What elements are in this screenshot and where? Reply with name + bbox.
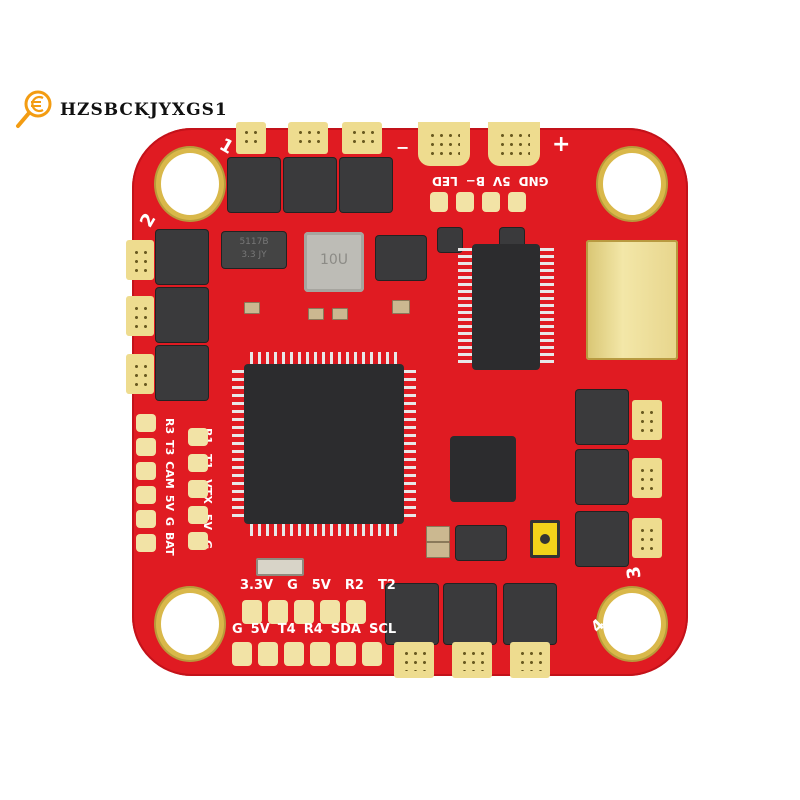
bottom-row1-labels: 3.3V G 5V R2 T2	[240, 578, 396, 593]
pad-r2	[320, 600, 340, 624]
smd-capacitor	[244, 302, 260, 314]
pad-gnd	[508, 192, 526, 212]
watermark-text: HZSBCKJYXGS1	[60, 100, 228, 120]
power-plus-label: +	[552, 132, 571, 157]
mounting-hole-top-right	[598, 148, 666, 220]
pad-5v	[482, 192, 500, 212]
motor-pad	[632, 518, 662, 558]
motor-pad	[342, 122, 382, 154]
inductor: 10U	[304, 232, 364, 292]
mosfet	[504, 584, 556, 644]
smd-capacitor	[332, 308, 348, 320]
osd-chip	[472, 244, 540, 370]
pad-t3	[136, 438, 156, 456]
motor-label-2: 2	[136, 209, 161, 232]
smd-capacitor	[308, 308, 324, 320]
pad-5v	[136, 486, 156, 504]
motor-pad	[632, 400, 662, 440]
pad-5v	[294, 600, 314, 624]
mosfet	[576, 512, 628, 566]
pad-r4	[310, 642, 330, 666]
pad-g	[268, 600, 288, 624]
pad-3v3	[242, 600, 262, 624]
pad-vtx	[188, 480, 208, 498]
power-minus-label: −	[396, 138, 410, 157]
gyro-chip	[450, 436, 516, 502]
mounting-hole-top-left	[156, 148, 224, 220]
bottom-row2-labels: G 5V T4 R4 SDA SCL	[232, 622, 397, 637]
motor-pad	[510, 642, 550, 678]
smd-capacitor	[392, 300, 410, 314]
pad-bat	[136, 534, 156, 552]
motor-pad	[236, 122, 266, 154]
boot-button[interactable]	[530, 520, 560, 558]
mosfet	[228, 158, 280, 212]
mosfet	[444, 584, 496, 644]
motor-label-3: 3	[622, 564, 646, 581]
motor-pad	[288, 122, 328, 154]
pad-g	[188, 532, 208, 550]
mosfet	[156, 230, 208, 284]
mosfet	[156, 288, 208, 342]
motor-pad	[632, 458, 662, 498]
pad-r1	[188, 428, 208, 446]
pad-sda	[336, 642, 356, 666]
motor-pad	[394, 642, 434, 678]
pad-cam	[136, 462, 156, 480]
mcu-pins-top	[250, 352, 398, 364]
pad-b-minus	[456, 192, 474, 212]
mosfet	[576, 390, 628, 444]
mosfet	[576, 450, 628, 504]
ic-chip	[376, 236, 426, 280]
mosfet	[156, 346, 208, 400]
watermark: HZSBCKJYXGS1	[14, 88, 228, 132]
top-header-labels: GND 5V B− LED	[432, 174, 549, 188]
motor-label-1: 1	[215, 134, 237, 159]
smd-capacitor	[426, 542, 450, 558]
pad-5v	[258, 642, 278, 666]
mosfet	[284, 158, 336, 212]
pad-scl	[362, 642, 382, 666]
mcu-pins-right	[404, 370, 416, 518]
battery-negative-pad	[418, 122, 470, 166]
pad-g	[232, 642, 252, 666]
mosfet	[340, 158, 392, 212]
left-header-outer-labels: R3 T3 CAM 5V G BAT	[163, 418, 176, 556]
ldo-chip	[456, 526, 506, 560]
motor-pad	[126, 354, 154, 394]
pad-led	[430, 192, 448, 212]
chip-pins	[458, 248, 472, 366]
mcu-pins-left	[232, 370, 244, 518]
pad-g	[136, 510, 156, 528]
pad-5v	[188, 506, 208, 524]
crystal-oscillator	[256, 558, 304, 576]
smd-capacitor	[426, 526, 450, 542]
mcu-pins-bottom	[250, 524, 398, 536]
mounting-hole-bottom-left	[156, 588, 224, 660]
magnifier-euro-icon	[14, 88, 54, 132]
pad-t2	[346, 600, 366, 624]
mosfet	[386, 584, 438, 644]
motor-pad	[126, 240, 154, 280]
motor-pad	[452, 642, 492, 678]
micro-usb-port	[586, 240, 678, 360]
mcu-chip	[244, 364, 404, 524]
chip-pins	[540, 248, 554, 366]
battery-positive-pad	[488, 122, 540, 166]
pad-r3	[136, 414, 156, 432]
motor-pad	[126, 296, 154, 336]
mounting-hole-bottom-right	[598, 588, 666, 660]
pad-t1	[188, 454, 208, 472]
pad-t4	[284, 642, 304, 666]
